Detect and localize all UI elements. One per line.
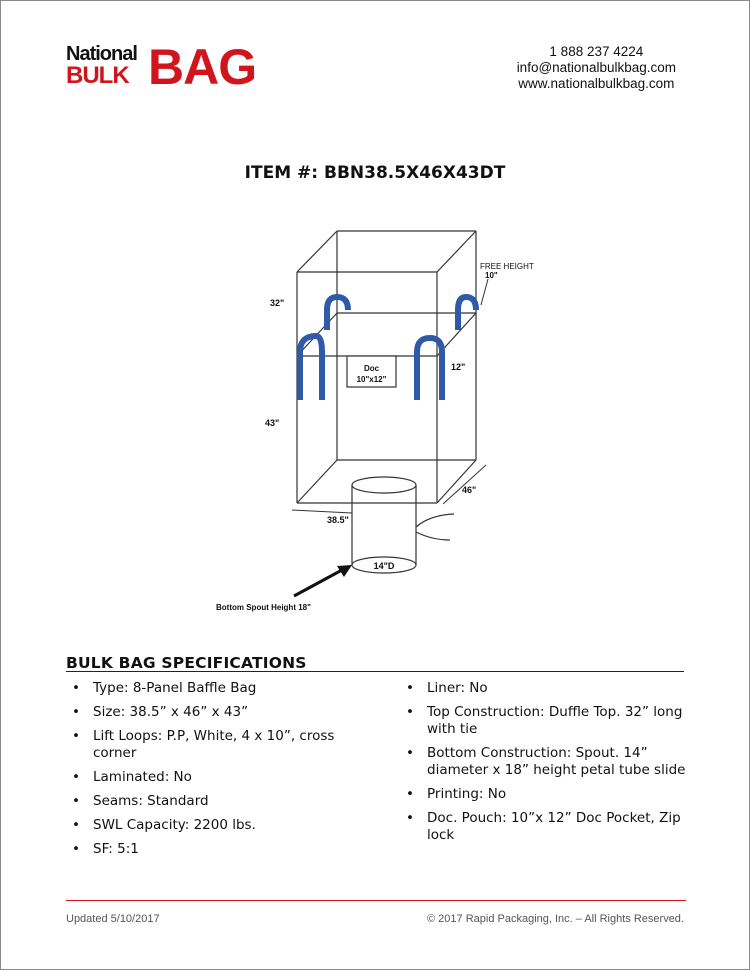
top-height-label: 32"	[270, 298, 284, 308]
spec-item: SF: 5:1	[66, 841, 366, 858]
spec-item: Laminated: No	[66, 769, 366, 786]
spec-item: SWL Capacity: 2200 lbs.	[66, 817, 366, 834]
contact-email[interactable]: info@nationalbulkbag.com	[516, 60, 676, 75]
free-height-label: FREE HEIGHT	[480, 262, 534, 271]
spout-diameter-label: 14"D	[374, 561, 395, 571]
spec-item: Size: 38.5” x 46” x 43”	[66, 704, 366, 721]
contact-website[interactable]: www.nationalbulkbag.com	[518, 76, 675, 91]
footer-copyright: © 2017 Rapid Packaging, Inc. – All Right…	[427, 913, 684, 925]
logo-national-text: National	[66, 43, 138, 65]
bottom-spout	[351, 476, 455, 574]
lift-loop-back-right	[455, 293, 479, 330]
depth-dimension-line	[442, 464, 487, 505]
depth-label: 46"	[462, 485, 476, 495]
bulk-bag-diagram: Doc 10"x12" 14"D 32" 43" 12" FREE HEIGHT…	[216, 230, 534, 612]
lift-loop-front-left	[297, 332, 325, 400]
spec-item: Lift Loops: P.P, White, 4 x 10”, cross c…	[66, 728, 366, 762]
spec-item: Doc. Pouch: 10”x 12” Doc Pocket, Zip loc…	[400, 810, 690, 844]
doc-pouch-label: Doc	[364, 364, 380, 373]
doc-pouch	[346, 355, 397, 388]
specs-heading: BULK BAG SPECIFICATIONS	[66, 654, 307, 672]
spout-caption: Bottom Spout Height 18"	[216, 603, 311, 612]
width-dimension-line	[291, 509, 353, 514]
spec-item: Bottom Construction: Spout. 14” diameter…	[400, 745, 690, 779]
contact-block: 1 888 237 4224 info@nationalbulkbag.com …	[517, 44, 676, 92]
spec-item: Top Construction: Duffle Top. 32” long w…	[400, 704, 690, 738]
contact-phone: 1 888 237 4224	[549, 44, 644, 59]
lift-loops	[297, 293, 479, 400]
item-number-title: ITEM #: BBN38.5X46X43DT	[244, 163, 506, 183]
footer-updated: Updated 5/10/2017	[66, 913, 160, 925]
spec-item: Seams: Standard	[66, 793, 366, 810]
loop-height-label: 12"	[451, 362, 465, 372]
specs-heading-rule	[66, 671, 684, 672]
lift-loop-front-right	[414, 334, 445, 400]
free-height-value: 10"	[485, 271, 498, 280]
spout-arrow	[293, 565, 352, 598]
footer-rule	[66, 900, 686, 901]
national-bulk-bag-logo: National BULK BAG	[66, 39, 266, 95]
body-height-label: 43"	[265, 418, 279, 428]
specs-left-list: Type: 8-Panel Baffle Bag Size: 38.5” x 4…	[66, 680, 366, 865]
logo-bag-text: BAG	[148, 39, 257, 95]
width-label: 38.5"	[327, 515, 349, 525]
free-height-pointer	[480, 278, 489, 306]
spec-item: Printing: No	[400, 786, 690, 803]
spec-item: Type: 8-Panel Baffle Bag	[66, 680, 366, 697]
lift-loop-back-left	[324, 293, 351, 330]
doc-pouch-size: 10"x12"	[357, 375, 387, 384]
logo-bulk-text: BULK	[66, 62, 130, 89]
spec-item: Liner: No	[400, 680, 690, 697]
specs-right-list: Liner: No Top Construction: Duffle Top. …	[400, 680, 690, 851]
